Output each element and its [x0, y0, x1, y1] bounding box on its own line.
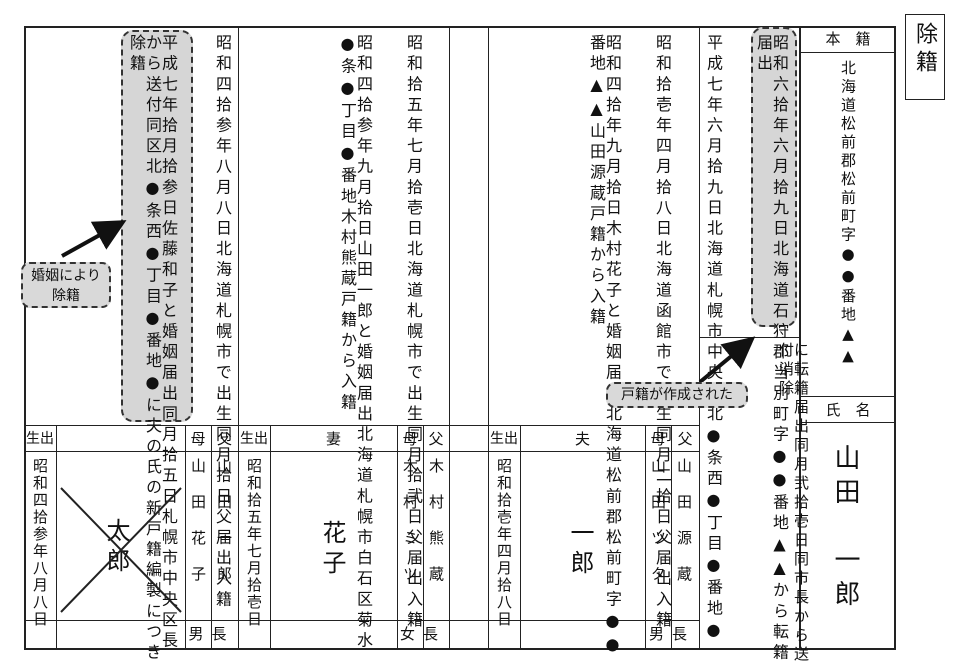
transfer-entry: 昭和六拾年六月拾九日北海道石狩郡当別町字●●番地▲▲から転籍届出 [754, 34, 789, 664]
hanako-father-label: 父 [428, 430, 444, 448]
taro-name: 太郎 [102, 518, 130, 578]
hanako-mother: 木村ミツ [401, 458, 419, 602]
ichiro-relation: 男長 [648, 625, 695, 643]
ichiro-birth-label: 生出 [490, 431, 518, 447]
hanako-relation: 女長 [399, 625, 446, 643]
ichiro-entry-marriage: 昭和四拾年九月拾日木村花子と婚姻届出北海道松前郡松前町字●●番地▲▲山田源蔵戸籍… [587, 34, 622, 658]
divider [671, 425, 672, 650]
hanako-birth-label: 生出 [240, 431, 268, 447]
ichiro-mother-label: 母 [650, 430, 666, 448]
honseki-note: に転籍届出同月弐拾壱日同市長から送付消除 [777, 342, 810, 665]
hanako-mother-label: 母 [402, 430, 418, 448]
divider [645, 425, 646, 650]
divider [488, 26, 489, 650]
ichiro-father-label: 父 [677, 430, 693, 448]
divider [24, 451, 699, 452]
joseki-stamp [905, 14, 945, 100]
hanako-entry-birth: 昭和拾五年七月拾壱日北海道札幌市で出生同月拾弐日父届出入籍 [404, 34, 423, 632]
ichiro-birth-date: 昭和拾壱年四月拾八日 [495, 458, 513, 628]
hanako-birth-date: 昭和拾五年七月拾壱日 [245, 458, 263, 628]
new-register-entry: 平成七年六月拾九日北海道札幌市中央区北●条西●丁目●番地● [704, 34, 723, 644]
hanako-role-label: 妻 [325, 430, 341, 448]
hanako-father: 木村熊蔵 [427, 458, 445, 602]
strike-cross [60, 487, 182, 613]
ichiro-role-label: 夫 [574, 430, 590, 448]
divider [397, 425, 398, 650]
taro-father-label: 父 [216, 430, 232, 448]
ichiro-father: 山田源蔵 [675, 458, 693, 602]
divider [24, 425, 699, 426]
callout-register-created: 戸籍が作成された [606, 382, 748, 408]
household-head-name: 山田 一郎 [830, 444, 860, 614]
register-frame [24, 26, 896, 650]
divider [799, 26, 801, 650]
callout-marriage-removal: 婚姻により除籍 [21, 262, 111, 308]
ichiro-mother: 山田ツタ [649, 458, 667, 602]
taro-mother-label: 母 [190, 430, 206, 448]
divider [238, 26, 239, 650]
divider [24, 620, 699, 621]
taro-mother: 山田花子 [189, 458, 207, 602]
callout-marriage-text: 婚姻により除籍 [31, 268, 101, 304]
divider [423, 425, 424, 650]
divider [449, 26, 450, 650]
ichiro-name: 一郎 [566, 520, 594, 580]
divider [185, 425, 186, 650]
divider [799, 422, 896, 423]
taro-entry-marriage: 平成七年拾月拾参日佐藤和子と婚姻届出同月拾五日札幌市中央区長から送付同区北●条西… [127, 34, 178, 664]
hanako-entry-marriage: 昭和四拾参年九月拾日山田一郎と婚姻届出北海道札幌市白石区菊水●条●丁目●番地木村… [338, 34, 373, 652]
taro-birth-label: 生出 [26, 431, 54, 447]
divider [211, 425, 212, 650]
divider [799, 396, 896, 397]
honseki-label: 本 籍 [825, 30, 871, 48]
taro-father: 山田一郎 [215, 458, 233, 602]
joseki-stamp-text: 除籍 [912, 22, 937, 78]
divider [520, 425, 521, 650]
divider [270, 425, 271, 650]
highlight-taro-removal [121, 30, 193, 422]
divider [799, 52, 896, 53]
callout-created-text: 戸籍が作成された [621, 387, 733, 403]
divider [56, 425, 57, 650]
divider [699, 26, 700, 650]
highlight-transfer [751, 27, 797, 327]
taro-relation: 男長 [188, 625, 235, 643]
taro-birth-date: 昭和四拾参年八月八日 [31, 458, 49, 628]
taro-entry-birth: 昭和四拾参年八月八日北海道札幌市で出生同月拾日父届出入籍 [213, 34, 232, 611]
name-label: 氏 名 [825, 401, 871, 419]
hanako-name: 花子 [318, 520, 346, 580]
honseki-value: 北海道松前郡松前町字●●番地▲▲ [839, 60, 857, 368]
ichiro-entry-birth: 昭和拾壱年四月拾八日北海道函館市で出生同月二拾日父届出入籍 [653, 34, 672, 632]
